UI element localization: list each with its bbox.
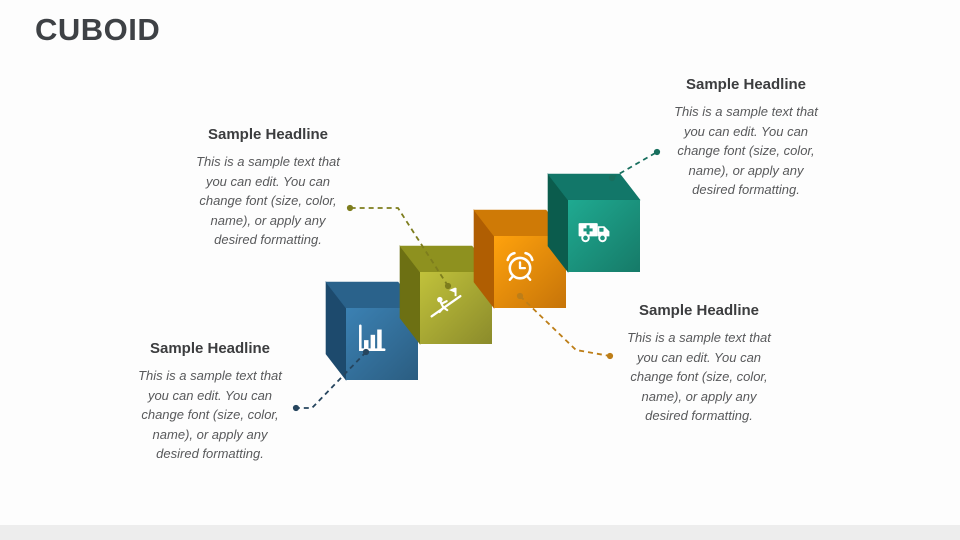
callout-body: This is a sample text that you can edit.… bbox=[196, 154, 340, 247]
callout-connectors bbox=[292, 148, 661, 412]
callout-top-right: Sample Headline This is a sample text th… bbox=[670, 76, 822, 200]
slide-title: CUBOID bbox=[35, 12, 161, 47]
callout-bottom-left: Sample Headline This is a sample text th… bbox=[134, 340, 286, 464]
callout-top-left: Sample Headline This is a sample text th… bbox=[192, 126, 344, 250]
connector-bottom-left bbox=[292, 348, 370, 412]
callout-headline: Sample Headline bbox=[638, 302, 760, 319]
cube-2-front-face bbox=[420, 272, 492, 344]
connector-top-left-line bbox=[350, 207, 449, 287]
connector-top-right-dot bbox=[653, 148, 661, 156]
callout-body: This is a sample text that you can edit.… bbox=[138, 368, 282, 461]
connector-top-left-dot bbox=[346, 204, 354, 212]
connector-top-right-dot bbox=[608, 174, 616, 182]
connector-bottom-right-dot bbox=[516, 292, 524, 300]
connector-bottom-left-dot bbox=[362, 348, 370, 356]
connector-top-right bbox=[608, 148, 661, 182]
callout-headline: Sample Headline bbox=[149, 340, 271, 357]
callout-bottom-right: Sample Headline This is a sample text th… bbox=[623, 302, 775, 426]
callout-body: This is a sample text that you can edit.… bbox=[674, 104, 818, 197]
cube-1-front-face bbox=[346, 308, 418, 380]
callout-headline: Sample Headline bbox=[685, 76, 807, 93]
connector-top-left bbox=[346, 204, 452, 290]
connector-bottom-left-dot bbox=[292, 404, 300, 412]
cube-3 bbox=[473, 209, 567, 309]
callout-body: This is a sample text that you can edit.… bbox=[627, 330, 771, 423]
connector-bottom-right-dot bbox=[606, 352, 614, 360]
connector-bottom-right-line bbox=[519, 295, 611, 357]
callout-headline: Sample Headline bbox=[207, 126, 329, 143]
connector-top-left-dot bbox=[444, 282, 452, 290]
footer-strip bbox=[0, 525, 960, 540]
connector-bottom-right bbox=[516, 292, 614, 360]
cube-2 bbox=[399, 245, 493, 345]
cuboid-segments bbox=[325, 173, 641, 381]
cube-4 bbox=[547, 173, 641, 273]
cube-1 bbox=[325, 281, 419, 381]
